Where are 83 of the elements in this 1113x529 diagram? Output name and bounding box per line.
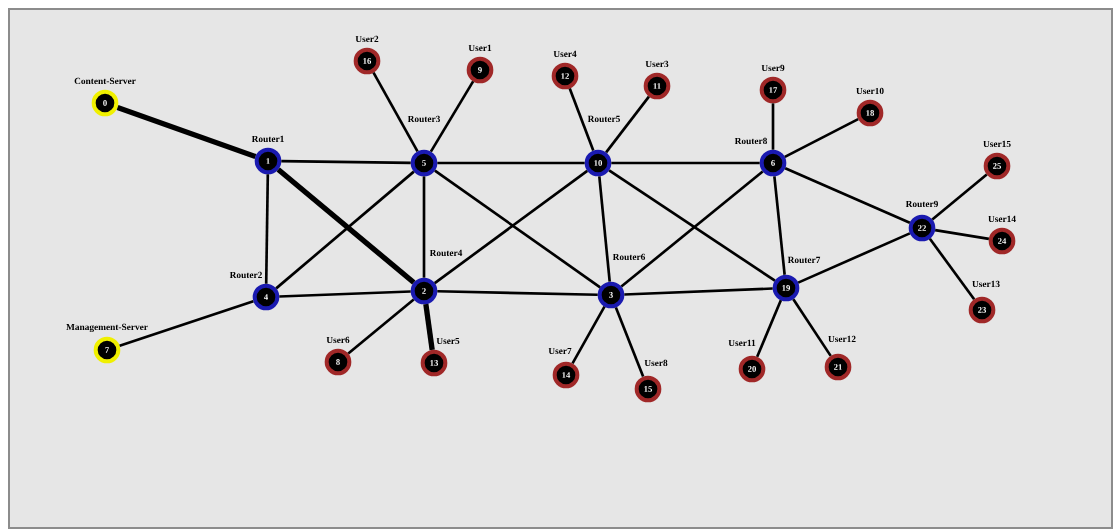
user-node: 20 User11 <box>728 339 766 383</box>
link-line <box>347 298 415 355</box>
node-label: User6 <box>326 336 350 344</box>
node-label: Router1 <box>251 135 284 143</box>
router-node: 5 Router3 <box>407 115 440 177</box>
node-label: Router5 <box>587 115 620 123</box>
user-node: 14 User7 <box>548 347 580 389</box>
node-label: User1 <box>468 44 492 52</box>
link-line <box>773 176 786 275</box>
user-node: 9 User1 <box>466 44 494 84</box>
node-label: User2 <box>355 35 379 43</box>
node-label: User11 <box>728 339 756 347</box>
link-line <box>264 174 270 284</box>
link-line <box>281 159 411 165</box>
link-line <box>437 161 585 165</box>
node-label: Router2 <box>229 271 262 279</box>
link-line <box>797 232 911 284</box>
node-label: Router8 <box>734 137 768 145</box>
link-line <box>608 169 776 282</box>
node-label: User3 <box>645 60 669 68</box>
link-line <box>119 299 254 348</box>
link-line <box>771 103 775 150</box>
server-node: 0 Content-Server <box>74 77 136 117</box>
user-node: 11 User3 <box>643 60 671 100</box>
link-line <box>934 228 990 241</box>
router-node: 19 Router7 <box>772 256 821 302</box>
node-label: User15 <box>983 140 1011 148</box>
node-label: User14 <box>988 215 1016 223</box>
link-line <box>423 303 435 351</box>
link-line <box>611 161 760 165</box>
node-label: User9 <box>761 64 785 72</box>
node-label: User8 <box>644 359 668 367</box>
user-node: 16 User2 <box>353 35 381 75</box>
node-label: User10 <box>856 87 884 95</box>
router-node: 4 Router2 <box>229 271 280 311</box>
link-line <box>784 167 911 224</box>
link-line <box>372 72 419 152</box>
node-label: Router4 <box>429 249 463 257</box>
link-line <box>437 289 598 297</box>
node-label: Router3 <box>407 115 441 123</box>
user-node: 13 User5 <box>420 337 460 377</box>
user-node: 12 User4 <box>551 50 579 90</box>
router-node: 22 Router9 <box>905 200 938 242</box>
router-node: 2 Router4 <box>410 249 463 305</box>
user-node: 25 User15 <box>983 140 1011 180</box>
link-line <box>792 298 832 357</box>
user-node: 15 User8 <box>634 359 668 403</box>
node-label: Router6 <box>612 253 646 261</box>
link-line <box>571 305 606 365</box>
link-line <box>422 176 426 278</box>
link-line <box>429 80 475 153</box>
user-node: 17 User9 <box>759 64 787 104</box>
link-line <box>620 170 764 288</box>
user-node: 24 User14 <box>988 215 1016 255</box>
node-label: User4 <box>553 50 577 58</box>
user-node: 18 User10 <box>856 87 884 127</box>
router-node: 10 Router5 <box>584 115 620 177</box>
node-label: User13 <box>972 280 1000 288</box>
node-label: User12 <box>828 335 856 343</box>
router-node: 6 Router8 <box>734 137 787 177</box>
link-line <box>279 290 411 298</box>
link-line <box>755 299 783 358</box>
link-line <box>784 117 859 159</box>
link-line <box>614 306 645 378</box>
link-line <box>598 176 612 282</box>
server-node: 7 Management-Server <box>66 323 148 364</box>
user-node: 23 User13 <box>968 280 1000 324</box>
node-label: User5 <box>436 337 460 345</box>
link-line <box>624 287 773 296</box>
node-label: Management-Server <box>66 323 148 333</box>
user-node: 21 User12 <box>824 335 856 381</box>
router-node: 3 Router6 <box>597 253 646 309</box>
link-line <box>116 104 257 160</box>
link-line <box>605 95 650 154</box>
link-line <box>568 88 595 151</box>
node-label: Content-Server <box>74 77 136 85</box>
node-label: Router7 <box>787 256 821 264</box>
node-label: User7 <box>548 347 572 355</box>
user-node: 8 User6 <box>324 336 352 376</box>
link-line <box>928 237 976 301</box>
router-node: 1 Router1 <box>251 135 284 175</box>
link-line <box>931 173 988 221</box>
node-label: Router9 <box>905 200 938 208</box>
